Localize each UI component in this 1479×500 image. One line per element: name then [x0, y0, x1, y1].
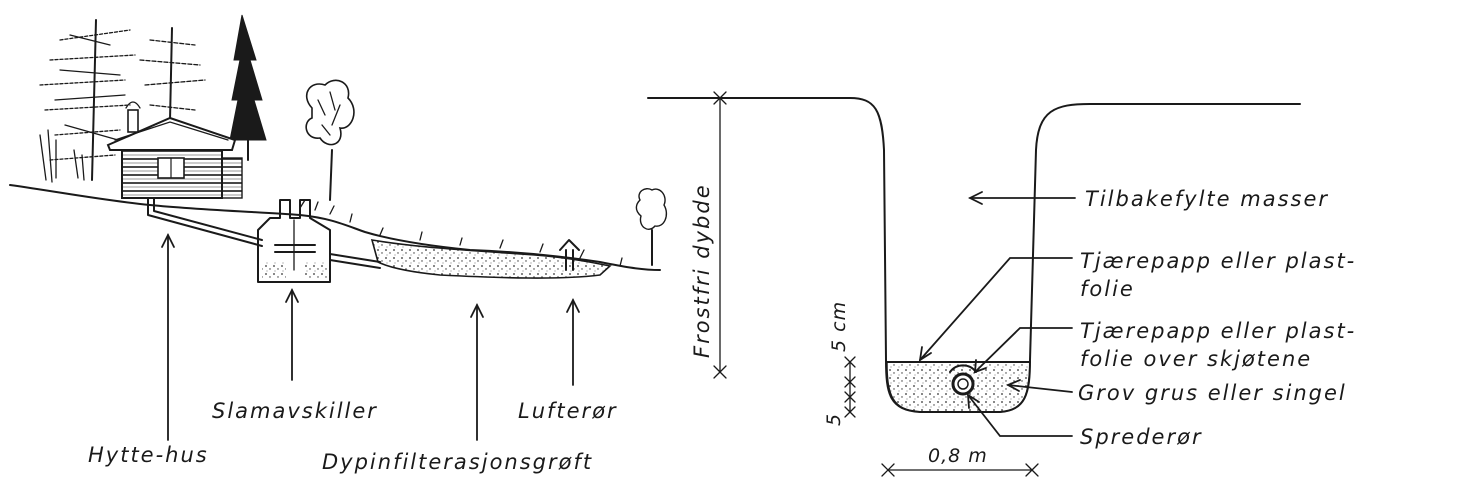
- label-dypinfiltrasjon: Dypinfilterasjonsgrøft: [322, 450, 593, 474]
- label-pipe: Sprederør: [1080, 425, 1203, 449]
- label-joints-line2: folie over skjøtene: [1080, 347, 1312, 371]
- infiltration-trench: [370, 239, 612, 279]
- layer-thickness-dimension: [844, 356, 856, 418]
- label-joints-line1: Tjærepapp eller plast-: [1080, 319, 1356, 343]
- label-cover-line2: folie: [1080, 277, 1135, 301]
- label-5cm: 5 cm: [828, 301, 850, 352]
- small-tree-icon: [635, 188, 668, 266]
- label-cover-line1: Tjærepapp eller plast-: [1080, 249, 1356, 273]
- septic-tank-icon: [257, 199, 331, 283]
- pine-tree-icon: [139, 27, 206, 121]
- width-dimension: [881, 463, 1039, 477]
- label-hytte-hus: Hytte-hus: [88, 443, 209, 467]
- vent-pipe-icon: [559, 239, 580, 271]
- label-5: 5: [823, 413, 845, 426]
- depth-dimension: [713, 91, 727, 379]
- trench-cross-section: Frostfri dybde 5 cm 5 0,8 m: [647, 91, 1356, 477]
- deciduous-tree-icon: [305, 79, 355, 201]
- label-slamavskiller: Slamavskiller: [212, 399, 378, 423]
- label-lufteror: Lufterør: [518, 399, 618, 423]
- spruce-tree-icon: [229, 14, 267, 161]
- spreader-pipe-icon: [949, 364, 977, 396]
- label-backfill: Tilbakefylte masser: [1085, 187, 1329, 211]
- label-gravel: Grov grus eller singel: [1078, 381, 1347, 405]
- cross-section-arrows: [918, 191, 1076, 437]
- drain-pipe: [147, 197, 263, 247]
- left-scene: Hytte-hus Slamavskiller Dypinfilterasjon…: [9, 14, 668, 474]
- small-shrubs-icon: [39, 129, 85, 183]
- cabin-icon: [106, 101, 243, 199]
- label-frostfri-dybde: Frostfri dybde: [690, 183, 714, 358]
- label-arrows: [161, 232, 580, 441]
- birch-tree-icon: [39, 19, 136, 181]
- label-width: 0,8 m: [928, 445, 988, 467]
